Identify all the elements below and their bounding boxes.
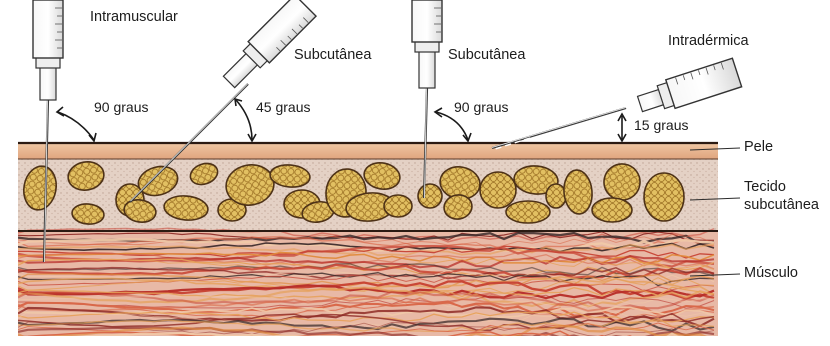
angle-label-90-second: 90 graus xyxy=(454,100,508,115)
layer-label-muscle: Músculo xyxy=(744,266,798,281)
fat-cell xyxy=(384,195,412,217)
angle-arc-intramuscular xyxy=(57,107,96,141)
label-intramuscular: Intramuscular xyxy=(90,10,178,25)
fat-cell xyxy=(644,173,684,221)
fat-cell xyxy=(592,198,632,222)
syringe-intradermal xyxy=(492,58,742,150)
fat-cell xyxy=(506,201,550,223)
label-intradermal: Intradérmica xyxy=(668,34,749,49)
layer-label-subcutaneous-line1: Tecido xyxy=(744,180,786,195)
layer-label-skin: Pele xyxy=(744,140,773,155)
angle-arc-15 xyxy=(618,114,626,141)
angle-label-45: 45 graus xyxy=(256,100,310,115)
fat-cell xyxy=(480,172,516,208)
layer-label-subcutaneous-line2: subcutânea xyxy=(744,198,819,213)
skin-layer xyxy=(18,143,718,159)
angle-label-15: 15 graus xyxy=(634,118,688,133)
fat-cell xyxy=(546,184,566,208)
label-subcutaneous-45: Subcutânea xyxy=(294,48,371,63)
angle-label-intramuscular: 90 graus xyxy=(94,100,148,115)
fat-cell xyxy=(418,184,442,208)
angle-arc-45 xyxy=(235,99,256,141)
label-subcutaneous-90: Subcutânea xyxy=(448,48,525,63)
